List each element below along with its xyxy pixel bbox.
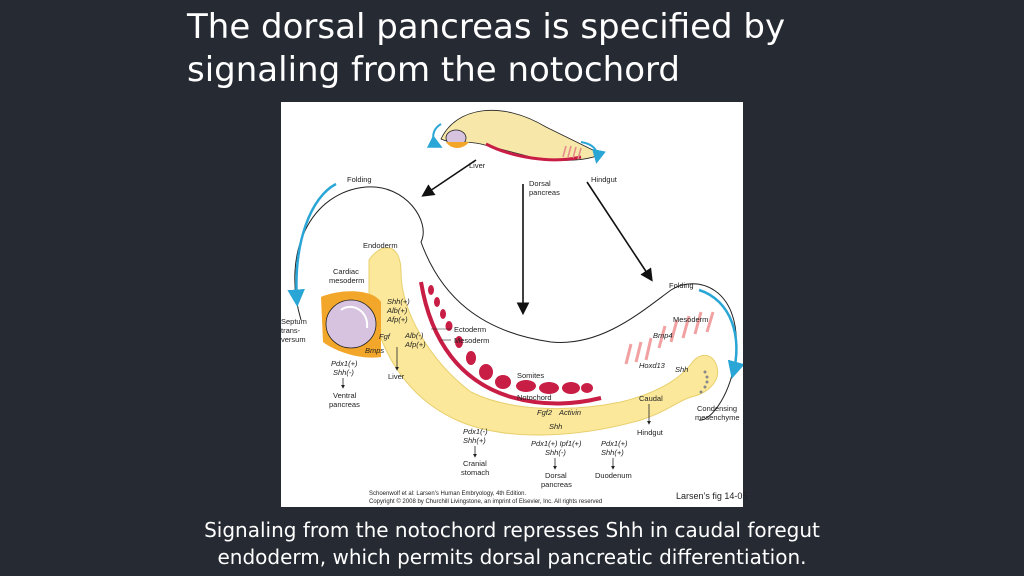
label-somites: Somites [517, 371, 544, 380]
caption-line-1: Signaling from the notochord represses S… [204, 518, 820, 542]
label-pdx1-plus-duo: Pdx1(+) [601, 439, 628, 448]
label-septum-3: versum [281, 335, 306, 344]
label-folding-left: Folding [347, 175, 372, 184]
label-folding-right: Folding [669, 281, 694, 290]
gut-tube-diagram: Liver Dorsal pancreas Hindgut Folding Fo… [281, 109, 743, 505]
label-activin: Activin [558, 408, 581, 417]
label-liver-top: Liver [469, 161, 486, 170]
label-shh-plus-stomach: Shh(+) [463, 436, 486, 445]
label-shh-minus-left: Shh(-) [333, 368, 354, 377]
label-ventral-pancreas-1: Ventral [333, 391, 357, 400]
label-hoxd13: Hoxd13 [639, 361, 666, 370]
label-condensing-2: mesenchyme [695, 413, 740, 422]
label-shh-mid: Shh [549, 422, 562, 431]
folding-arrow-left [287, 182, 337, 307]
label-mesoderm-right: Mesoderm [673, 315, 708, 324]
label-hindgut-top: Hindgut [591, 175, 618, 184]
label-duodenum: Duodenum [595, 471, 632, 480]
label-cranial-stomach-1: Cranial [463, 459, 487, 468]
copyright-line-1: Schoenwolf et al: Larsen's Human Embryol… [369, 491, 526, 497]
label-ectoderm: Ectoderm [454, 325, 486, 334]
caption-line-2: endoderm, which permits dorsal pancreati… [217, 545, 807, 569]
label-cardiac-mesoderm-2: mesoderm [329, 276, 364, 285]
label-fgf2: Fgf2 [537, 408, 553, 417]
label-hindgut: Hindgut [637, 428, 664, 437]
slide-caption: Signaling from the notochord represses S… [150, 517, 874, 571]
label-endoderm: Endoderm [363, 241, 398, 250]
label-mesoderm: Mesoderm [454, 336, 489, 345]
title-line-1: The dorsal pancreas is specified by [187, 7, 786, 47]
hindgut-stripes [624, 311, 715, 365]
arrow-to-liver [421, 159, 477, 197]
label-cranial-stomach-2: stomach [461, 468, 489, 477]
label-notochord: Notochord [517, 393, 552, 402]
label-dorsal-pancreas-top-1: Dorsal [529, 179, 551, 188]
copyright-line-2: Copyright © 2008 by Churchill Livingston… [369, 498, 602, 505]
label-dorsal-pancreas-1: Dorsal [545, 471, 567, 480]
label-pdx1-plus-left: Pdx1(+) [331, 359, 358, 368]
label-alb-plus: Alb(+) [386, 306, 408, 315]
label-afp-plus-2: Afp(+) [404, 340, 426, 349]
label-septum-2: trans- [281, 326, 301, 335]
label-liver: Liver [388, 372, 405, 381]
folding-arrow-right [698, 288, 743, 379]
somites [428, 285, 593, 394]
label-dorsal-pancreas-2: pancreas [541, 480, 572, 489]
label-shh-minus-dp: Shh(-) [545, 448, 566, 457]
label-septum-1: Septum [281, 317, 307, 326]
label-caudal: Caudal [639, 394, 663, 403]
slide-title: The dorsal pancreas is specified by sign… [187, 6, 827, 92]
label-dorsal-pancreas-top-2: pancreas [529, 188, 560, 197]
label-afp-plus: Afp(+) [386, 315, 408, 324]
cardiac-region [321, 291, 381, 358]
small-embryo [426, 109, 606, 164]
label-fgf: Fgf [379, 332, 391, 341]
label-cardiac-mesoderm-1: Cardiac [333, 267, 359, 276]
endoderm-tube [368, 247, 719, 436]
label-pdx1-minus: Pdx1(-) [463, 427, 488, 436]
figure-reference: Larsen’s fig 14-05 [676, 491, 748, 501]
label-pdx1-ipf1: Pdx1(+) Ipf1(+) [531, 439, 582, 448]
label-alb-minus: Alb(-) [404, 331, 424, 340]
label-shh-plus: Shh(+) [387, 297, 410, 306]
title-line-2: signaling from the notochord [187, 50, 680, 90]
label-shh-plus-duo: Shh(+) [601, 448, 624, 457]
label-bmps: Bmps [365, 346, 384, 355]
label-ventral-pancreas-2: pancreas [329, 400, 360, 409]
condensing-dots [699, 370, 709, 394]
label-bmp4: Bmp4 [653, 331, 673, 340]
label-condensing-1: Condensing [697, 404, 737, 413]
embryology-figure: Liver Dorsal pancreas Hindgut Folding Fo… [281, 102, 743, 507]
arrow-to-hindgut [586, 181, 653, 282]
label-shh-right: Shh [675, 365, 688, 374]
notochord [419, 281, 602, 406]
